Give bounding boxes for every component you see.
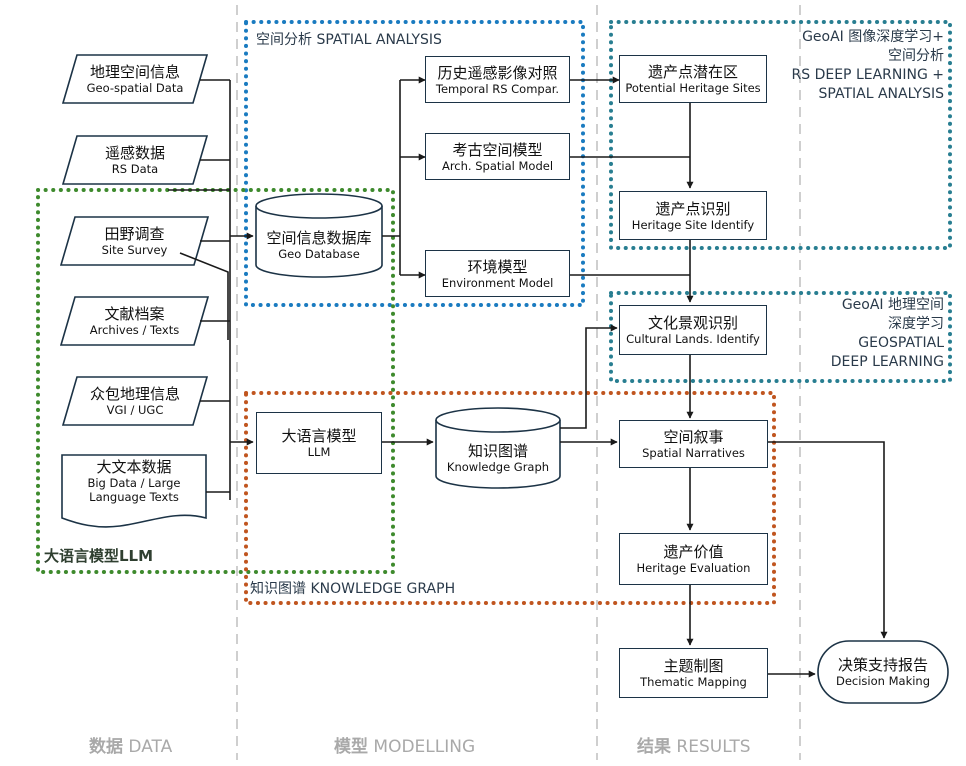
rs-dl-line-1: GeoAI 图像深度学习+ xyxy=(802,29,944,45)
rs-dl-line-3: RS DEEP LEARNING + xyxy=(791,67,944,83)
region-title-llm: 大语言模型LLM xyxy=(44,547,154,565)
column-modelling-en: MODELLING xyxy=(373,737,476,757)
column-label-results: 结果 RESULTS xyxy=(637,732,751,757)
data-source-vgi xyxy=(61,376,209,426)
environment-zh: 环境模型 xyxy=(467,257,528,276)
geo-dl-line-1: GeoAI 地理空间 xyxy=(841,297,944,313)
geo-database-cylinder xyxy=(255,193,383,278)
temporal-rs-box: 历史遥感影像对照 Temporal RS Compar. xyxy=(425,56,570,103)
region-knowledge-graph xyxy=(244,391,776,605)
data-source-geo-spatial xyxy=(61,54,209,104)
potential-sites-box: 遗产点潜在区 Potential Heritage Sites xyxy=(619,55,767,103)
cultural-lands-en: Cultural Lands. Identify xyxy=(626,332,760,346)
spatial-narratives-en: Spatial Narratives xyxy=(642,446,745,460)
column-label-data: 数据 DATA xyxy=(89,732,172,757)
region-title-rs-deep-learning: GeoAI 图像深度学习+ 空间分析 RS DEEP LEARNING + SP… xyxy=(792,28,944,104)
data-source-site-survey xyxy=(59,216,210,266)
heritage-evaluation-box: 遗产价值 Heritage Evaluation xyxy=(619,533,768,585)
arch-spatial-en: Arch. Spatial Model xyxy=(441,158,554,173)
column-data-zh: 数据 xyxy=(89,737,123,757)
heritage-evaluation-en: Heritage Evaluation xyxy=(636,561,751,575)
column-modelling-zh: 模型 xyxy=(334,737,368,757)
site-identify-en: Heritage Site Identify xyxy=(631,217,755,232)
region-title-geospatial-deep-learning: GeoAI 地理空间 深度学习 GEOSPATIAL DEEP LEARNING xyxy=(831,296,944,372)
environment-en: Environment Model xyxy=(441,275,554,290)
environment-box: 环境模型 Environment Model xyxy=(425,250,570,297)
thematic-mapping-box: 主题制图 Thematic Mapping xyxy=(619,648,768,698)
region-llm xyxy=(36,188,395,574)
knowledge-graph-cylinder xyxy=(435,407,561,489)
site-identify-box: 遗产点识别 Heritage Site Identify xyxy=(619,191,767,240)
region-title-knowledge-graph: 知识图谱 KNOWLEDGE GRAPH xyxy=(250,581,456,597)
thematic-mapping-en: Thematic Mapping xyxy=(640,675,747,689)
arrow-kg-to-cultural xyxy=(560,324,618,429)
arch-spatial-box: 考古空间模型 Arch. Spatial Model xyxy=(425,133,570,180)
column-label-modelling: 模型 MODELLING xyxy=(334,732,475,757)
data-source-big-text xyxy=(61,454,207,528)
spatial-narratives-box: 空间叙事 Spatial Narratives xyxy=(619,420,768,468)
arch-spatial-zh: 考古空间模型 xyxy=(452,140,543,159)
rs-dl-line-4: SPATIAL ANALYSIS xyxy=(818,86,944,102)
heritage-evaluation-zh: 遗产价值 xyxy=(663,543,724,561)
potential-sites-en: Potential Heritage Sites xyxy=(625,81,761,95)
llm-zh: 大语言模型 xyxy=(281,427,357,445)
column-results-en: RESULTS xyxy=(676,737,751,757)
region-title-spatial-analysis: 空间分析 SPATIAL ANALYSIS xyxy=(256,32,442,48)
llm-box: 大语言模型 LLM xyxy=(256,412,382,474)
cultural-lands-zh: 文化景观识别 xyxy=(647,314,738,332)
potential-sites-zh: 遗产点潜在区 xyxy=(647,63,738,81)
data-source-rs xyxy=(61,135,209,185)
temporal-rs-zh: 历史遥感影像对照 xyxy=(437,63,558,82)
region-spatial-analysis xyxy=(244,20,585,307)
geo-dl-line-3: GEOSPATIAL xyxy=(858,335,944,351)
link-survey-archive xyxy=(179,252,229,340)
site-identify-zh: 遗产点识别 xyxy=(655,199,731,218)
region-rs-deep-learning xyxy=(609,20,952,250)
temporal-rs-en: Temporal RS Compar. xyxy=(435,81,560,96)
column-results-zh: 结果 xyxy=(637,737,671,757)
rs-dl-line-2: 空间分析 xyxy=(888,48,944,64)
spatial-narratives-zh: 空间叙事 xyxy=(663,428,724,446)
decision-making-node xyxy=(817,640,949,704)
cultural-lands-box: 文化景观识别 Cultural Lands. Identify xyxy=(619,305,767,355)
geo-dl-line-4: DEEP LEARNING xyxy=(830,354,944,370)
arrow-narratives-to-decision xyxy=(768,441,888,639)
data-source-archives xyxy=(59,296,210,346)
thematic-mapping-zh: 主题制图 xyxy=(663,657,724,675)
column-data-en: DATA xyxy=(128,737,173,757)
geo-dl-line-2: 深度学习 xyxy=(888,316,944,332)
llm-en: LLM xyxy=(307,445,331,459)
